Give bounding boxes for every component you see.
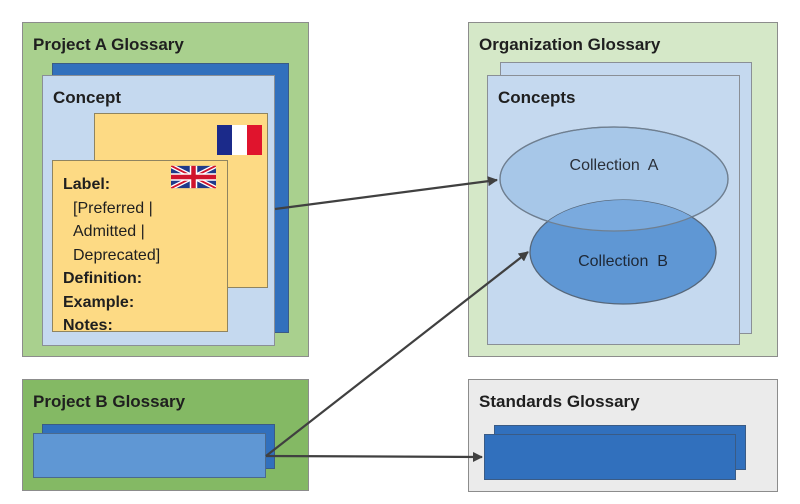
arrow-project-a-to-collection-a [274,176,498,211]
arrow-project-b-to-collection-b [265,251,529,457]
french-flag-icon [217,125,262,155]
collection-a-outline [499,126,729,232]
uk-flag-icon [171,165,216,189]
notes-field: Notes: [63,317,113,334]
label-status-deprecated: Deprecated] [73,246,161,264]
concept-fields: Label: [Preferred | Admitted | Deprecate… [63,173,160,338]
standards-title: Standards Glossary [479,392,640,411]
project-b-title: Project B Glossary [33,392,186,411]
organization-title: Organization Glossary [479,35,661,54]
concept-title: Concept [53,88,121,107]
project-b-concept-card[interactable] [33,433,266,478]
collection-b-label: Collection B [578,253,668,270]
concepts-title: Concepts [498,88,576,107]
label-status-admitted: Admitted | [73,223,145,240]
example-field: Example: [63,293,135,311]
arrow-project-b-to-standards [265,451,483,462]
label-status-preferred: [Preferred | [73,199,153,217]
standards-concept-card[interactable] [484,434,736,480]
label-field: Label: [63,176,111,193]
definition-field: Definition: [63,270,143,287]
collection-a-label: Collection A [570,157,659,174]
project-a-title: Project A Glossary [33,35,184,54]
english-term-card[interactable]: Label: [Preferred | Admitted | Deprecate… [52,160,228,334]
